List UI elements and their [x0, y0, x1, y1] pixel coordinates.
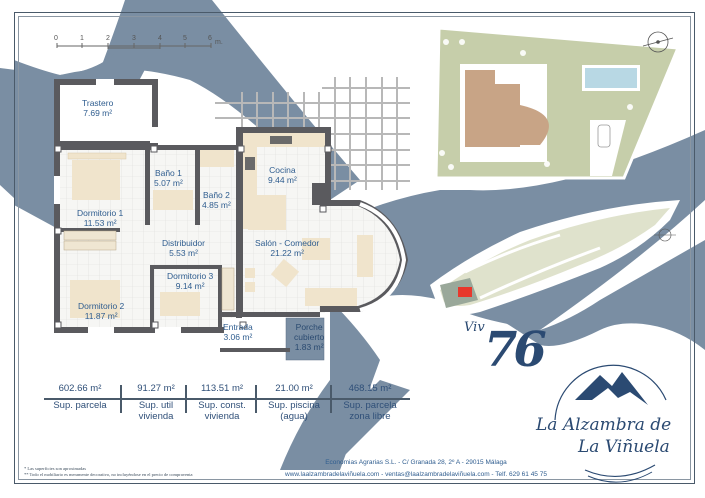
company-contact: www.laalzambradelaviñuela.com - ventas@l…	[285, 471, 547, 478]
stat-sup-piscina: 21.00 m² Sup. piscina(agua)	[268, 383, 320, 422]
footnotes: * Las superficies son aproximadas ** Tod…	[24, 466, 193, 477]
compass-icon-small	[654, 228, 676, 242]
stat-sup-const: 113.51 m² Sup. const.vivienda	[198, 383, 246, 422]
highlighted-lot-76	[458, 287, 472, 297]
company-info: Economias Agrarias S.L. - C/ Granada 28,…	[230, 457, 602, 481]
company-address: Economias Agrarias S.L. - C/ Granada 28,…	[325, 459, 507, 466]
brand-line-2: La Viñuela	[578, 437, 670, 457]
scale-tick-1: 1	[80, 35, 84, 42]
outer-border	[14, 12, 695, 484]
scale-unit: m.	[215, 39, 223, 46]
scale-tick-6: 6	[208, 35, 212, 42]
scale-tick-3: 3	[132, 35, 136, 42]
inner-border	[18, 16, 691, 480]
area-summary: 602.66 m² Sup. parcela 91.27 m² Sup. uti…	[44, 382, 410, 434]
scale-tick-4: 4	[158, 35, 162, 42]
compass-icon	[642, 31, 674, 53]
scale-tick-0: 0	[54, 35, 58, 42]
brand-line-1: La Alzambra de	[536, 415, 672, 435]
unit-prefix: Viv	[464, 320, 485, 335]
stat-sup-parcela: 602.66 m² Sup. parcela	[53, 383, 107, 411]
scale-tick-2: 2	[106, 35, 110, 42]
unit-number: 76	[484, 322, 547, 378]
scale-tick-5: 5	[183, 35, 187, 42]
